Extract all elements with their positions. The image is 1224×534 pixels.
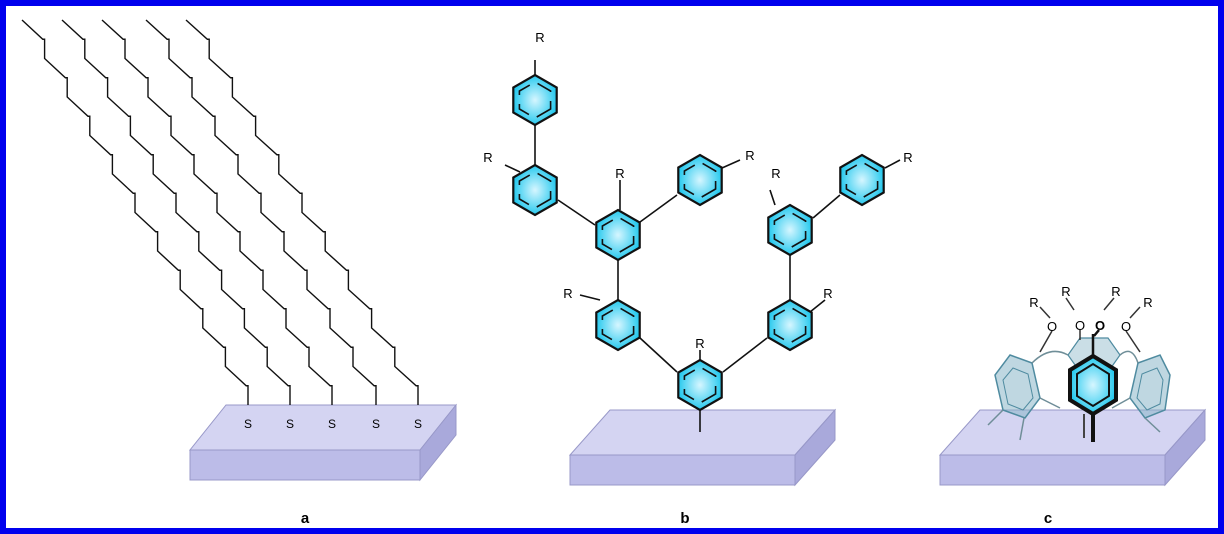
calixarene-linkers <box>987 350 1161 441</box>
calixarene-labels: R O R O R O R O <box>1029 284 1152 334</box>
r-label-c1: R <box>1029 295 1038 310</box>
r-label-c3: R <box>1111 284 1120 299</box>
sulfur-atom-label: S <box>328 417 336 431</box>
sulfur-atom-label: S <box>286 417 294 431</box>
calixarene-side-ring-right <box>1129 354 1171 419</box>
phenyl-ring <box>512 163 558 217</box>
r-group-label: R <box>903 150 912 165</box>
alkyl-chain <box>145 19 377 405</box>
bond-line <box>639 337 678 373</box>
sulfur-atom-label: S <box>414 417 422 431</box>
dendrimer-bonds <box>504 60 901 432</box>
r-label-c2: R <box>1061 284 1070 299</box>
bond-line <box>809 299 826 313</box>
phenyl-rings <box>512 73 885 412</box>
calixarene-ether-bonds <box>1039 297 1141 353</box>
o-label-c3: O <box>1095 318 1105 333</box>
alkyl-chains <box>21 19 419 405</box>
panel-a: S S S S S a <box>21 19 458 527</box>
bond-line <box>557 199 596 226</box>
alkyl-chain <box>101 19 333 405</box>
phenyl-ring <box>512 73 558 127</box>
bond-line <box>721 159 741 169</box>
r-label-c4: R <box>1143 295 1152 310</box>
bond-line <box>579 294 601 301</box>
caption-b: b <box>680 510 689 527</box>
caption-a: a <box>301 510 310 527</box>
sulfur-atom-label: S <box>372 417 380 431</box>
calixarene-side-ring-left <box>994 354 1041 419</box>
bond-line <box>504 164 521 173</box>
r-group-label: R <box>823 286 832 301</box>
phenyl-ring <box>677 358 723 412</box>
bond-line <box>722 337 768 373</box>
r-group-label: R <box>535 30 544 45</box>
calixarene-front-ring <box>1068 334 1118 442</box>
substrate-slab-b <box>568 408 837 487</box>
r-group-label: R <box>771 166 780 181</box>
alkyl-chain <box>61 19 291 405</box>
r-group-labels: R R R R R R R R R <box>483 30 912 351</box>
phenyl-ring <box>767 203 813 257</box>
phenyl-ring <box>595 208 641 262</box>
r-group-label: R <box>563 286 572 301</box>
o-label-c1: O <box>1047 319 1057 334</box>
phenyl-ring <box>595 298 641 352</box>
r-group-label: R <box>695 336 704 351</box>
alkyl-chain <box>21 19 249 405</box>
alkyl-chain <box>185 19 419 405</box>
bond-line <box>769 189 776 206</box>
r-group-label: R <box>615 166 624 181</box>
caption-c: c <box>1044 510 1052 527</box>
r-group-label: R <box>745 148 754 163</box>
o-label-c2: O <box>1075 318 1085 333</box>
sulfur-atom-label: S <box>244 417 252 431</box>
panel-c: R O R O R O R O c <box>938 284 1207 527</box>
bond-line <box>812 194 841 219</box>
phenyl-ring <box>677 153 723 207</box>
o-label-c4: O <box>1121 319 1131 334</box>
bond-line <box>639 194 678 223</box>
substrate-slab-a <box>188 403 458 482</box>
bond-line <box>884 159 901 169</box>
phenyl-ring <box>839 153 885 207</box>
panel-b: R R R R R R R R R b <box>483 30 912 527</box>
r-group-label: R <box>483 150 492 165</box>
substrate-slab-c <box>938 408 1207 487</box>
phenyl-ring <box>767 298 813 352</box>
